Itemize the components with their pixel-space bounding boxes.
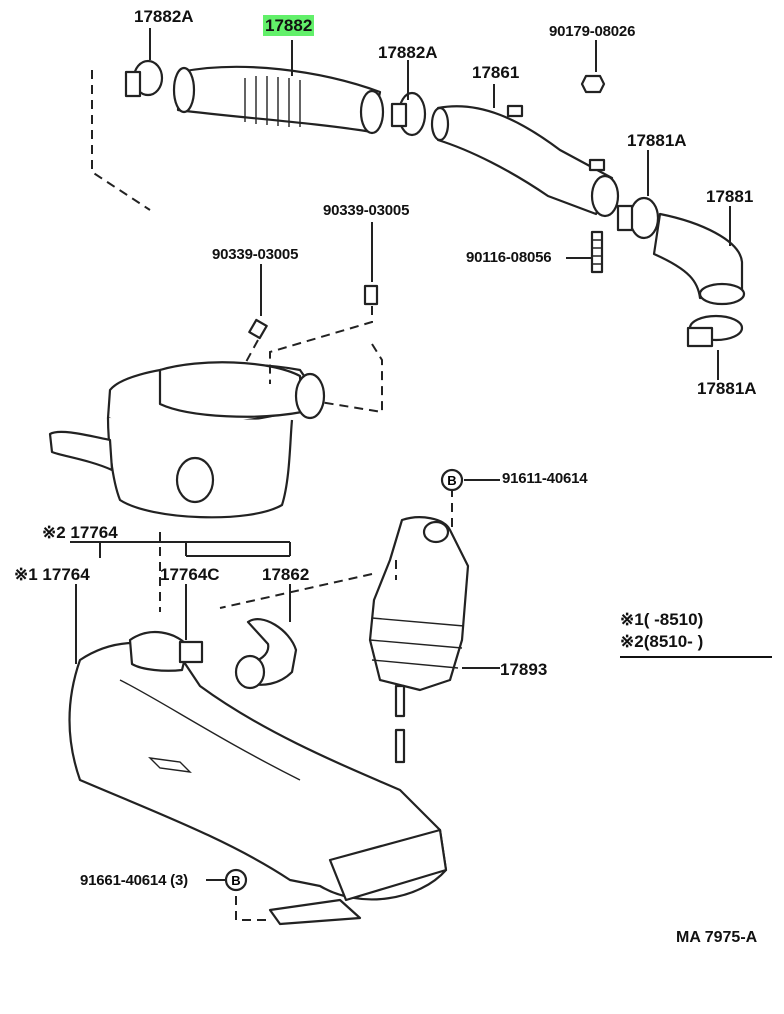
footer-code: MA 7975-A xyxy=(676,929,758,946)
label-91661-40614: 91661-40614 (3) xyxy=(80,872,188,889)
bolt-90179-08026[interactable] xyxy=(580,74,606,94)
label-17881A-top: 17881A xyxy=(627,131,687,150)
clip-90339-03005-left[interactable] xyxy=(248,318,268,340)
label-17893: 17893 xyxy=(500,660,548,679)
bolt-mark-top: B xyxy=(447,473,456,488)
hose-17881[interactable] xyxy=(652,212,746,306)
hose-17862[interactable] xyxy=(234,618,298,690)
label-90339-03005-left: 90339-03005 xyxy=(212,246,299,263)
clamp-17881A-bottom[interactable] xyxy=(686,314,744,348)
hose-17882[interactable] xyxy=(172,65,385,135)
legend-range-2: (8510- ) xyxy=(643,632,704,651)
legend-range-1: ( -8510) xyxy=(643,610,704,629)
label-17764C: 17764C xyxy=(160,565,220,584)
clamp-17881A-top[interactable] xyxy=(616,196,660,240)
stud-90116-08056[interactable] xyxy=(590,230,604,274)
duct-17764[interactable] xyxy=(68,641,448,926)
clamp-17882A-left[interactable] xyxy=(124,59,164,98)
legend-line-2: ※2(8510- ) xyxy=(620,632,772,654)
label-17882A-top: 17882A xyxy=(134,7,194,26)
pipe-17861[interactable] xyxy=(430,104,620,218)
label-91611-40614: 91611-40614 xyxy=(502,470,588,487)
hose-17764C[interactable] xyxy=(128,631,204,672)
label-17881A-bottom: 17881A xyxy=(697,379,757,398)
label-17882A-mid: 17882A xyxy=(378,43,438,62)
label-90116-08056: 90116-08056 xyxy=(466,249,552,266)
legend-line-1: ※1( -8510) xyxy=(620,610,772,632)
label-17862: 17862 xyxy=(262,565,310,584)
air-cleaner-cap[interactable] xyxy=(48,361,326,519)
clip-90339-03005-right[interactable] xyxy=(363,284,379,306)
label-17881: 17881 xyxy=(706,187,754,206)
label-17764-2: ※2 17764 xyxy=(42,523,118,542)
resonator-17893[interactable] xyxy=(368,516,470,764)
label-17861: 17861 xyxy=(472,63,520,82)
label-17764-1: ※1 17764 xyxy=(14,565,90,584)
legend-underline xyxy=(620,656,772,658)
bolt-mark-bottom: B xyxy=(231,873,240,888)
label-90179-08026: 90179-08026 xyxy=(549,23,636,40)
label-17882[interactable]: 17882 xyxy=(263,15,315,36)
legend: ※1( -8510) ※2(8510- ) xyxy=(620,610,772,658)
legend-mark-1: ※1 xyxy=(620,610,644,629)
clamp-17882A-right[interactable] xyxy=(390,91,427,137)
label-90339-03005-right: 90339-03005 xyxy=(323,202,410,219)
legend-mark-2: ※2 xyxy=(620,632,644,651)
label-17882-highlight: 17882 xyxy=(263,15,315,36)
